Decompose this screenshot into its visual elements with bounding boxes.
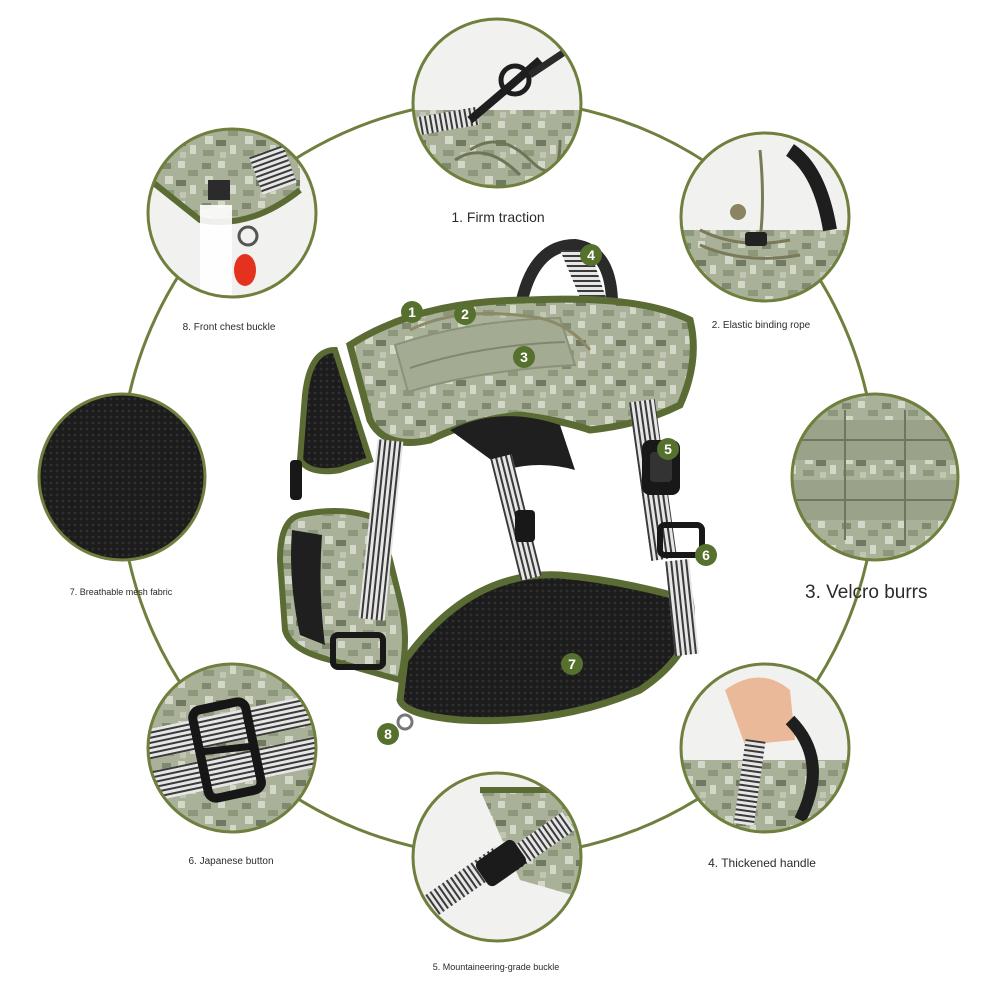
caption-elastic-binding-rope: 2. Elastic binding rope	[711, 320, 811, 331]
svg-text:5: 5	[664, 441, 672, 457]
svg-text:8: 8	[384, 726, 392, 742]
caption-velcro-burrs: 3. Velcro burrs	[805, 582, 928, 603]
caption-thickened-handle: 4. Thickened handle	[708, 856, 816, 870]
detail-photo-front-chest-buckle	[146, 127, 318, 299]
detail-photo-thickened-handle	[679, 662, 851, 834]
svg-text:6: 6	[702, 547, 710, 563]
detail-photo-japanese-button	[146, 662, 318, 834]
detail-photo-elastic-binding-rope	[679, 131, 851, 303]
badge-3: 3	[513, 346, 535, 368]
badge-7: 7	[561, 653, 583, 675]
svg-text:7: 7	[568, 656, 576, 672]
detail-photo-firm-traction	[411, 17, 583, 189]
badge-6: 6	[695, 544, 717, 566]
caption-front-chest-buckle: 8. Front chest buckle	[182, 322, 276, 333]
caption-japanese-button: 6. Japanese button	[188, 856, 274, 867]
badge-2: 2	[454, 303, 476, 325]
badge-5: 5	[657, 438, 679, 460]
caption-mountaineering-buckle: 5. Mountaineering-grade buckle	[432, 962, 560, 972]
badge-4: 4	[580, 244, 602, 266]
caption-breathable-mesh: 7. Breathable mesh fabric	[69, 587, 173, 597]
detail-photo-mountaineering-buckle	[411, 771, 583, 943]
detail-photo-velcro-burrs	[790, 392, 960, 562]
badge-8: 8	[377, 723, 399, 745]
harness-product-photo	[276, 238, 705, 731]
caption-firm-traction: 1. Firm traction	[451, 209, 545, 225]
svg-text:4: 4	[587, 247, 595, 263]
svg-text:2: 2	[461, 306, 469, 322]
svg-text:1: 1	[408, 304, 416, 320]
badge-1: 1	[401, 301, 423, 323]
detail-photo-breathable-mesh	[37, 392, 207, 562]
svg-text:3: 3	[520, 349, 528, 365]
